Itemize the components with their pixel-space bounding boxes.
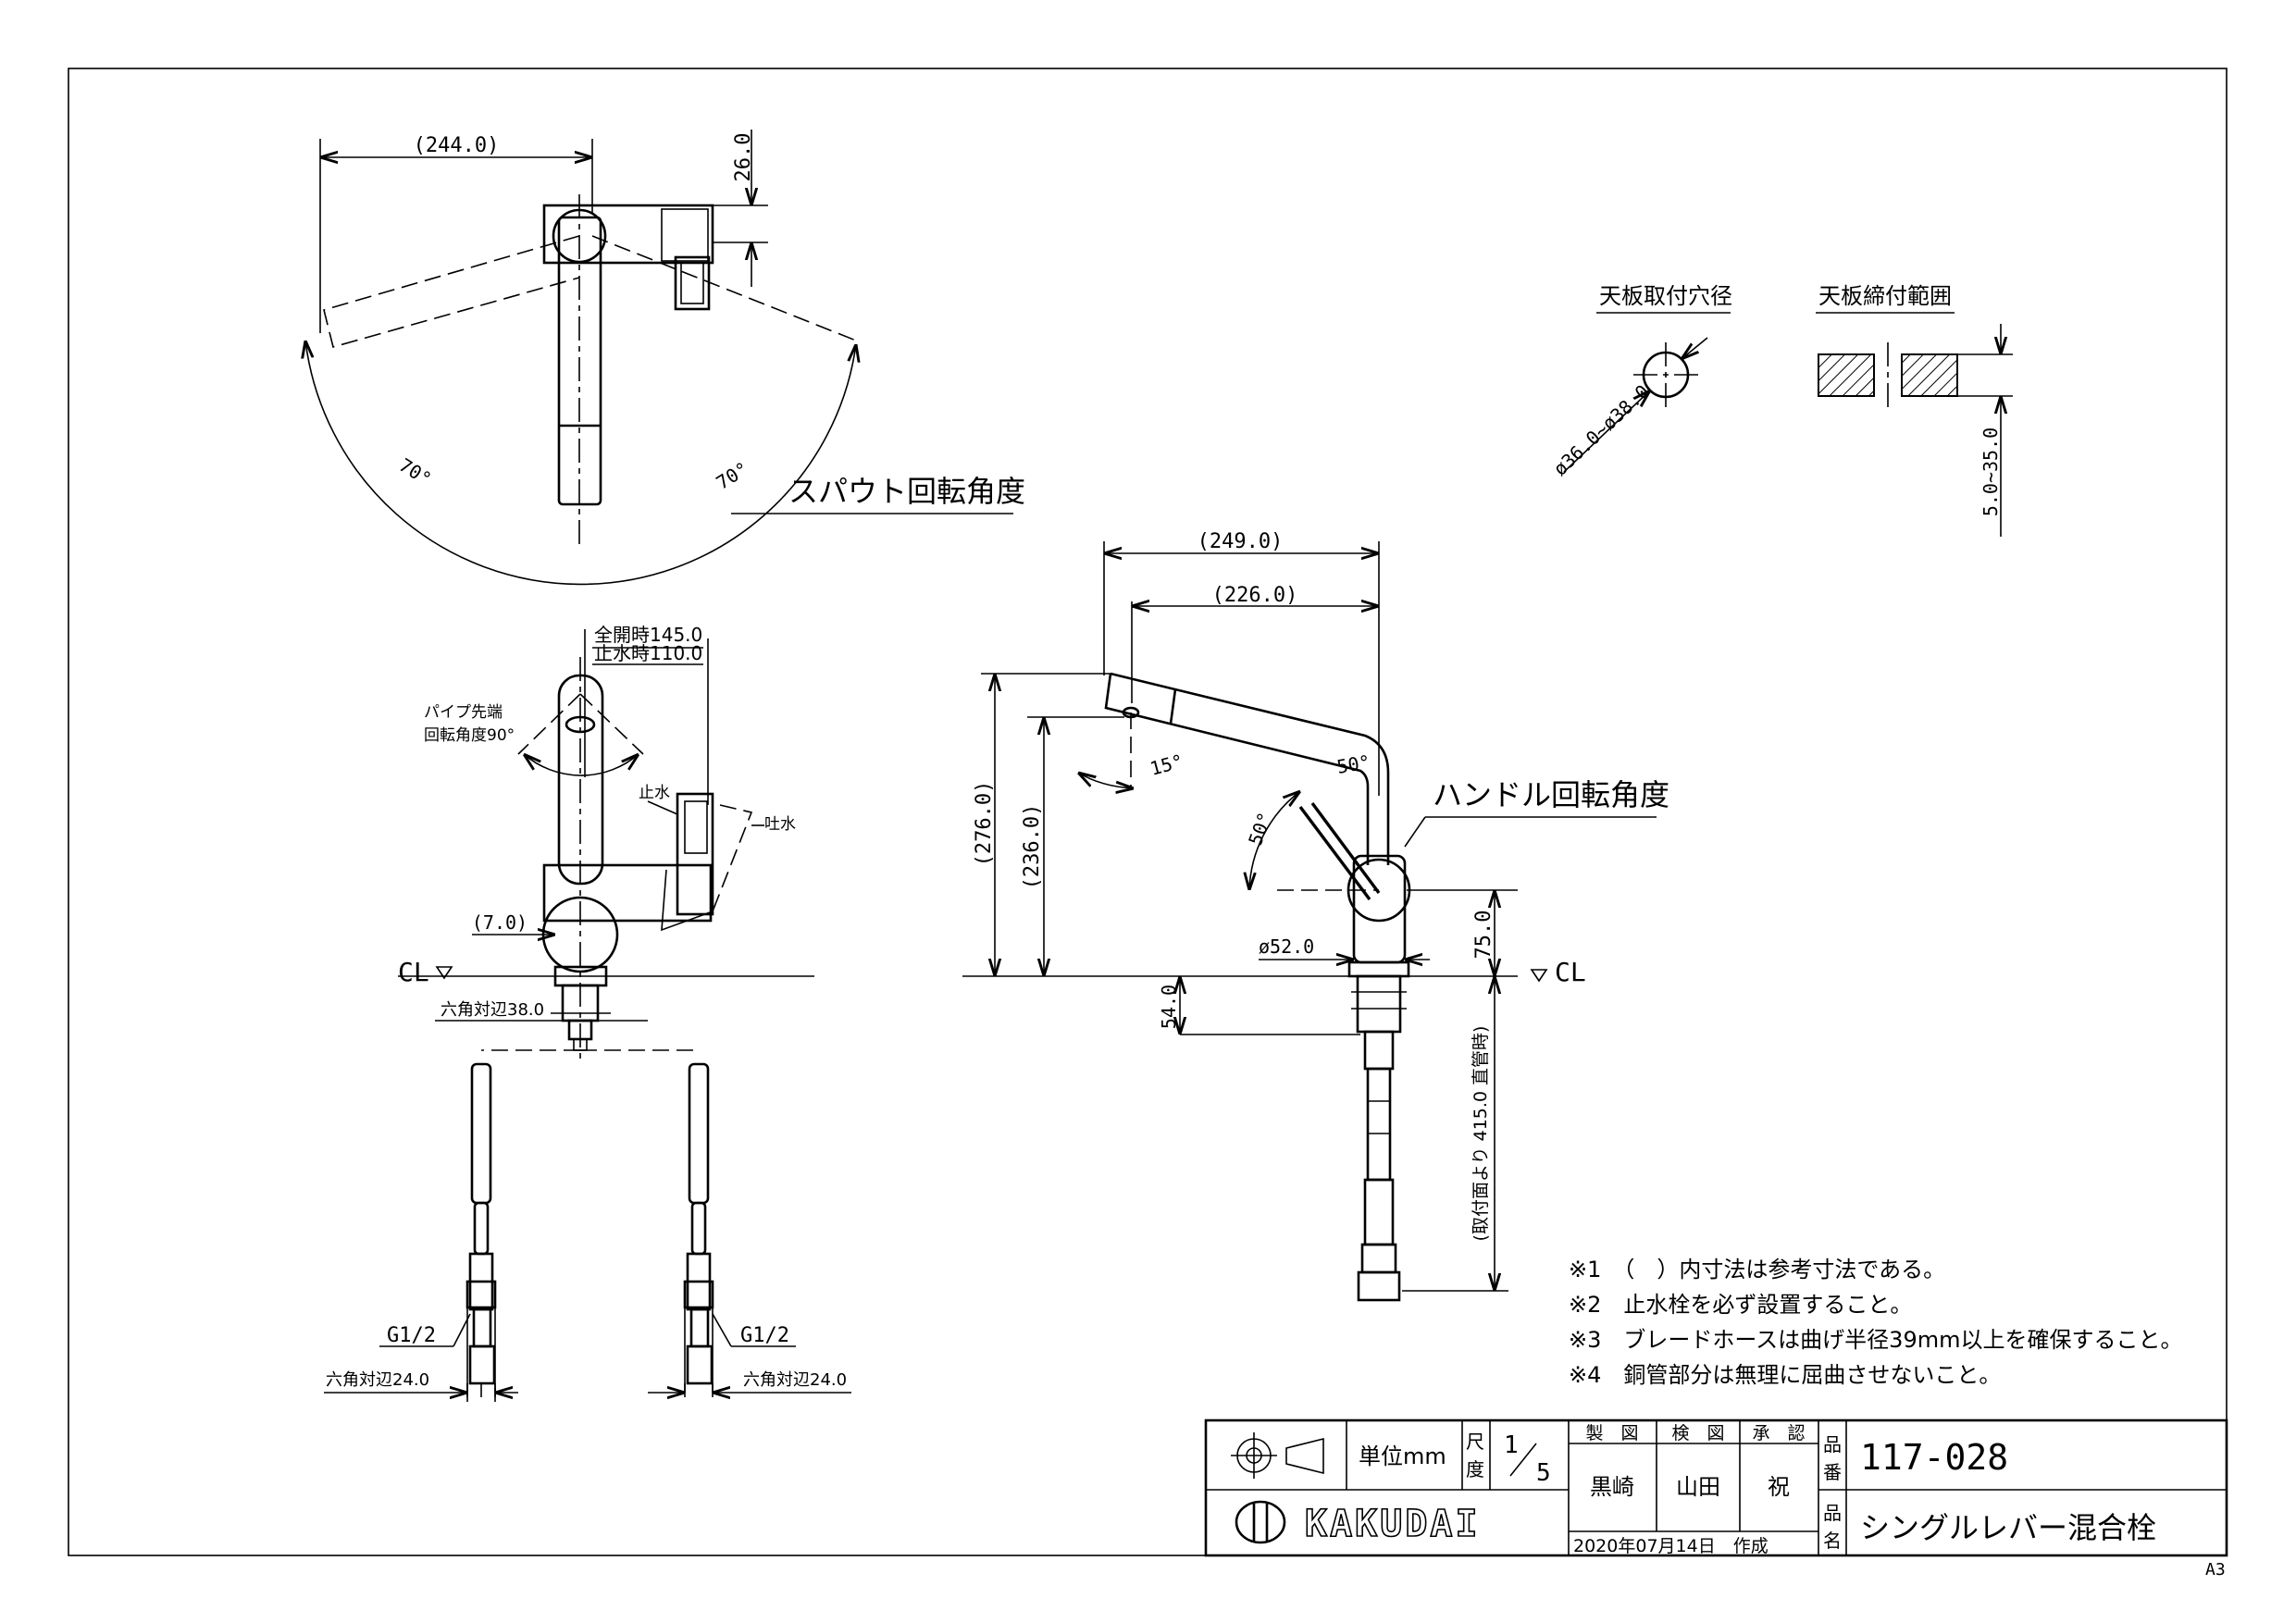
dim-54: 54.0 (1158, 985, 1180, 1029)
made-by: 黒崎 (1590, 1474, 1634, 1500)
cl-label-right: CL (1555, 957, 1586, 987)
dim-26: 26.0 (732, 133, 755, 182)
made-header: 製 図 (1585, 1423, 1638, 1443)
part-no-label-1: 品 (1823, 1433, 1842, 1456)
scale-den: 5 (1536, 1459, 1551, 1487)
dim-hex-38: 六角対辺38.0 (441, 1000, 544, 1020)
dim-244: (244.0) (414, 134, 500, 157)
unit-label: 単位mm (1359, 1443, 1446, 1469)
part-no-label-2: 番 (1823, 1461, 1842, 1483)
note-2: ※2 止水栓を必ず設置すること。 (1569, 1292, 1912, 1318)
dim-249: (249.0) (1198, 530, 1284, 553)
dim-full-open: 全開時145.0 (594, 624, 702, 646)
paper-size: A3 (2205, 1560, 2226, 1580)
cl-label-left: CL (398, 957, 429, 987)
dim-226: (226.0) (1212, 584, 1298, 607)
mount-range-title: 天板締付範囲 (1818, 283, 1952, 309)
dim-stop: 止水時110.0 (594, 642, 702, 664)
mount-hole-title: 天板取付穴径 (1599, 283, 1732, 309)
dim-diameter-52: ø52.0 (1259, 935, 1314, 958)
notes: ※1 （ ）内寸法は参考寸法である。 ※2 止水栓を必ず設置すること。 ※3 ブ… (1569, 1257, 2182, 1388)
angle-50-top: 50° (1335, 750, 1372, 778)
checked-header: 検 図 (1671, 1423, 1724, 1443)
top-view-caption: スパウト回転角度 (788, 474, 1025, 509)
angle-15: 15° (1148, 750, 1185, 780)
brand-name: KAKUDAI (1305, 1503, 1481, 1545)
angle-right: 70° (713, 457, 752, 493)
name-label-2: 名 (1823, 1530, 1842, 1552)
title-block: 単位mm 尺 度 1 5 製 図 検 図 承 認 黒崎 山田 祝 2020年07… (1204, 1419, 2228, 1557)
part-no: 117-028 (1860, 1437, 2008, 1478)
front-view: 全開時145.0 止水時110.0 パイプ先端 回転角度90° 止水 吐水 (7… (324, 624, 851, 1402)
top-view: (244.0) 26.0 70° 70° スパウト回転角度 (305, 130, 1025, 586)
dim-hose-415: (取付面より 415.0 直管時) (1471, 1026, 1491, 1242)
mount-hole-dim: ø36.0~ø38.0 (1549, 380, 1654, 480)
dim-offset: (7.0) (472, 911, 527, 934)
side-view: (249.0) (226.0) (276.0) (236.0) 15° 50° … (962, 530, 1669, 1302)
scale-num: 1 (1504, 1431, 1519, 1459)
label-stop-water: 止水 (639, 784, 670, 802)
scale-label-1: 尺 (1466, 1431, 1484, 1453)
date: 2020年07月14日 作成 (1573, 1536, 1769, 1556)
side-view-caption: ハンドル回転角度 (1433, 777, 1669, 812)
mount-range-dim: 5.0~35.0 (1980, 427, 2002, 516)
approved-by: 祝 (1768, 1474, 1790, 1500)
kakudai-logo (1235, 1500, 1286, 1544)
sheet-border (68, 68, 2228, 1556)
angle-left: 70° (395, 453, 435, 489)
part-name: シングルレバー混合栓 (1860, 1510, 2156, 1545)
dim-236: (236.0) (1021, 804, 1044, 890)
name-label-1: 品 (1823, 1502, 1842, 1524)
note-1: ※1 （ ）内寸法は参考寸法である。 (1569, 1257, 1945, 1282)
projection-symbol-icon (1231, 1432, 1324, 1479)
hex-left: 六角対辺24.0 (326, 1370, 429, 1390)
label-discharge: 吐水 (764, 815, 796, 834)
note-3: ※3 ブレードホースは曲げ半径39mm以上を確保すること。 (1569, 1327, 2182, 1353)
note-4: ※4 銅管部分は無理に屈曲させないこと。 (1569, 1362, 2001, 1388)
angle-50-side: 50° (1244, 810, 1276, 849)
thread-right: G1/2 (740, 1324, 789, 1347)
mount-hole-detail: 天板取付穴径 ø36.0~ø38.0 (1549, 283, 1732, 480)
scale-label-2: 度 (1466, 1458, 1484, 1481)
hex-right: 六角対辺24.0 (743, 1370, 847, 1390)
checked-by: 山田 (1676, 1474, 1720, 1500)
mount-range-detail: 天板締付範囲 5.0~35.0 (1816, 283, 2013, 537)
pipe-tip-label-2: 回転角度90° (424, 726, 515, 745)
dim-75: 75.0 (1472, 911, 1496, 960)
dim-276: (276.0) (973, 781, 996, 867)
thread-left: G1/2 (387, 1324, 436, 1347)
approved-header: 承 認 (1752, 1423, 1805, 1443)
pipe-tip-label-1: パイプ先端 (424, 703, 503, 722)
